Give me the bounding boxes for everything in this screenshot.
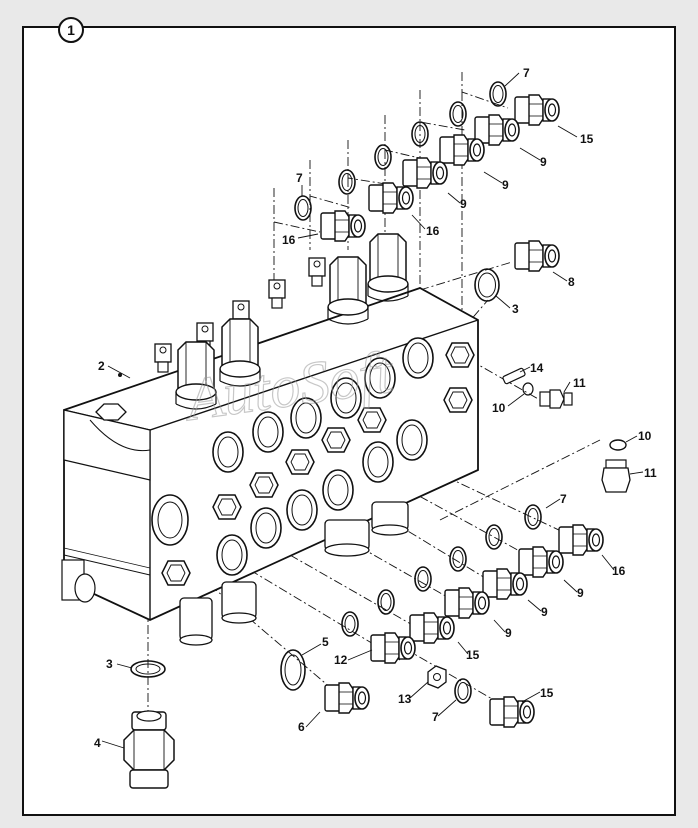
callout-4: 4 bbox=[94, 736, 101, 750]
callout-13: 13 bbox=[398, 692, 412, 706]
callout-5: 5 bbox=[322, 635, 329, 649]
callout-3: 3 bbox=[512, 302, 519, 316]
callout-12: 12 bbox=[334, 653, 348, 667]
callout-9: 9 bbox=[460, 197, 467, 211]
fittings-upper bbox=[320, 94, 560, 272]
leader-lines bbox=[101, 72, 644, 749]
callout-16: 16 bbox=[612, 564, 626, 578]
callout-2: 2 bbox=[98, 359, 105, 373]
callout-9: 9 bbox=[577, 586, 584, 600]
small-parts bbox=[123, 367, 631, 789]
callout-7: 7 bbox=[296, 171, 303, 185]
callout-9: 9 bbox=[540, 155, 547, 169]
callout-14: 14 bbox=[530, 361, 544, 375]
callout-15: 15 bbox=[466, 648, 480, 662]
figure-index-badge: 1 bbox=[58, 17, 84, 43]
callout-15: 15 bbox=[580, 132, 594, 146]
callout-11: 11 bbox=[644, 466, 657, 480]
callout-15: 15 bbox=[540, 686, 554, 700]
callout-10: 10 bbox=[492, 401, 506, 415]
callout-9: 9 bbox=[502, 178, 509, 192]
fittings-lower bbox=[324, 524, 604, 728]
callout-7: 7 bbox=[432, 710, 439, 724]
callout-16: 16 bbox=[282, 233, 296, 247]
callout-10: 10 bbox=[638, 429, 652, 443]
callout-3: 3 bbox=[106, 657, 113, 671]
callout-16: 16 bbox=[426, 224, 440, 238]
callout-11: 11 bbox=[573, 376, 586, 390]
callout-9: 9 bbox=[541, 605, 548, 619]
bottom-spool-ends bbox=[179, 501, 409, 646]
callout-9: 9 bbox=[505, 626, 512, 640]
callout-7: 7 bbox=[523, 66, 530, 80]
callout-6: 6 bbox=[298, 720, 305, 734]
o-rings bbox=[130, 81, 627, 704]
callout-8: 8 bbox=[568, 275, 575, 289]
callout-7: 7 bbox=[560, 492, 567, 506]
callouts: 7 15 9 9 9 7 16 16 8 3 2 14 11 10 10 11 … bbox=[94, 66, 657, 750]
